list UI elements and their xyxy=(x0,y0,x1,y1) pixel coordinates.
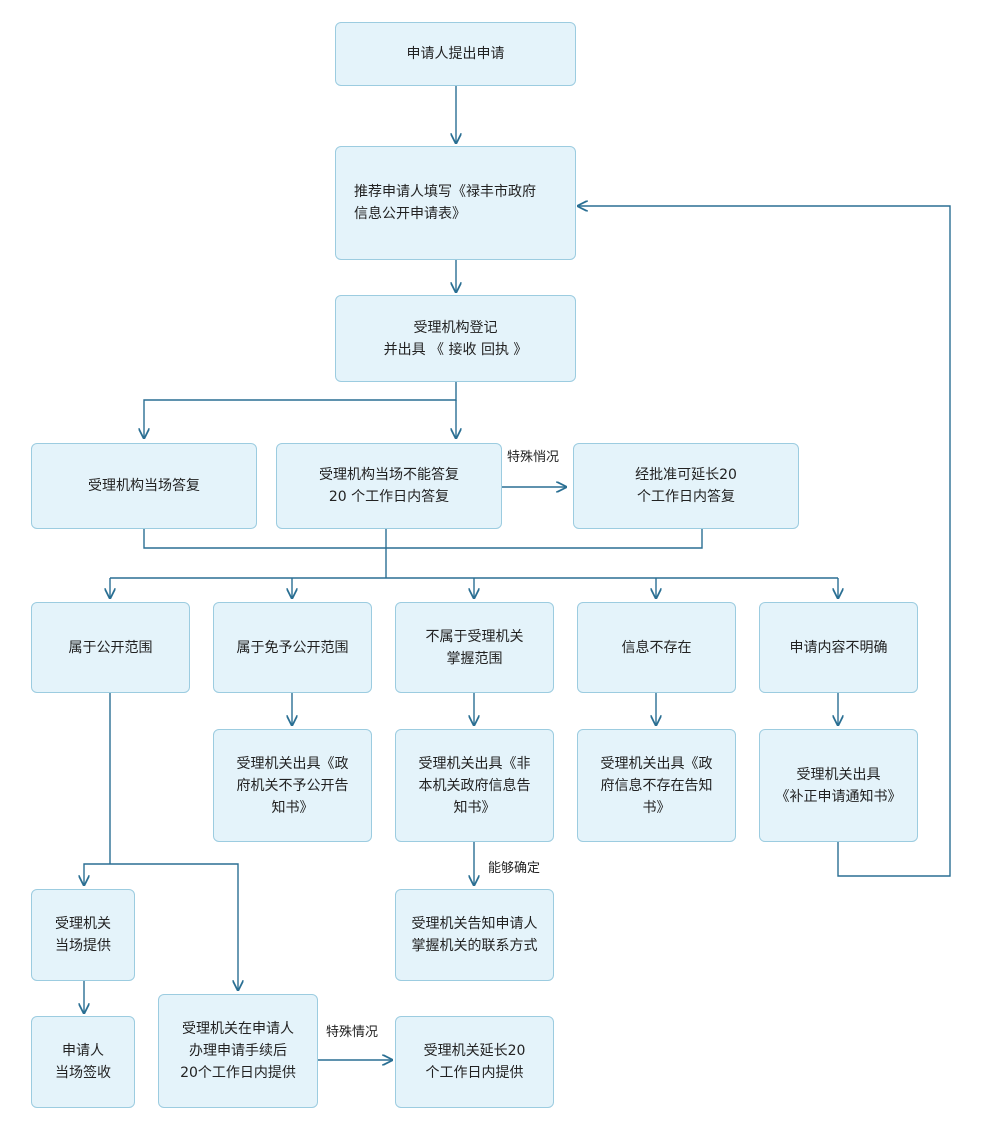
node-inform-contact-text: 受理机关告知申请人 掌握机关的联系方式 xyxy=(411,916,538,954)
node-notice-not-ours: 受理机关出具《非 本机关政府信息告 知书》 xyxy=(395,729,554,842)
label-can-determine: 能够确定 xyxy=(488,861,541,876)
connector-merge xyxy=(143,529,703,549)
node-reply-spot-text: 受理机构当场答复 xyxy=(88,478,200,494)
node-notice-correct-text: 受理机关出具 《补正申请通知书》 xyxy=(775,766,902,805)
node-notice-not-ours-text: 受理机关出具《非 本机关政府信息告 知书》 xyxy=(418,755,531,816)
node-inform-contact: 受理机关告知申请人 掌握机关的联系方式 xyxy=(395,889,554,981)
node-provide-spot-text: 受理机关 当场提供 xyxy=(55,916,111,954)
node-register-text: 受理机构登记 并出具 《 接收 回执 》 xyxy=(383,319,528,358)
label-special-case: 特殊悄况 xyxy=(507,450,560,465)
node-provide-extend: 受理机关延长20 个工作日内提供 xyxy=(395,1016,554,1108)
node-not-exist-text: 信息不存在 xyxy=(621,639,692,656)
node-extend-20: 经批准可延长20 个工作日内答复 xyxy=(573,443,799,529)
node-submit-text: 申请人提出申请 xyxy=(406,46,505,62)
node-provide-20: 受理机关在申请人 办理申请手续后 20个工作日内提供 xyxy=(158,994,318,1108)
node-notice-not-exist: 受理机关出具《政 府信息不存在告知 书》 xyxy=(577,729,736,842)
node-notice-exempt-text: 受理机关出具《政 府机关不予公开告 知书》 xyxy=(236,755,349,816)
node-provide-extend-text: 受理机关延长20 个工作日内提供 xyxy=(423,1043,526,1081)
node-unclear: 申请内容不明确 xyxy=(759,602,918,693)
node-public-text: 属于公开范围 xyxy=(68,639,153,656)
node-public: 属于公开范围 xyxy=(31,602,190,693)
node-unclear-text: 申请内容不明确 xyxy=(789,639,888,656)
connector-loop-back xyxy=(578,206,951,877)
node-submit: 申请人提出申请 xyxy=(335,22,576,86)
node-register: 受理机构登记 并出具 《 接收 回执 》 xyxy=(335,295,576,382)
node-notice-exempt: 受理机关出具《政 府机关不予公开告 知书》 xyxy=(213,729,372,842)
node-reply-20: 受理机构当场不能答复 20 个工作日内答复 xyxy=(276,443,502,529)
node-extend-20-text: 经批准可延长20 个工作日内答复 xyxy=(635,467,737,505)
node-exempt-text: 属于免予公开范围 xyxy=(236,639,349,656)
node-sign-spot-text: 申请人 当场签收 xyxy=(55,1043,111,1081)
arrow-to-provide-20 xyxy=(110,863,238,990)
node-fill-form-text: 推荐申请人填写《禄丰市政府 信息公开申请表》 xyxy=(354,184,536,222)
node-notice-correct: 受理机关出具 《补正申请通知书》 xyxy=(759,729,918,842)
node-provide-spot: 受理机关 当场提供 xyxy=(31,889,135,981)
node-reply-spot: 受理机构当场答复 xyxy=(31,443,257,529)
node-notice-not-exist-text: 受理机关出具《政 府信息不存在告知 书》 xyxy=(600,755,713,816)
node-exempt: 属于免予公开范围 xyxy=(213,602,372,693)
node-not-ours: 不属于受理机关 掌握范围 xyxy=(395,602,554,693)
node-not-ours-text: 不属于受理机关 掌握范围 xyxy=(425,628,524,667)
arrow-to-provide-spot xyxy=(84,863,110,885)
connector-register-split xyxy=(144,382,457,438)
node-provide-20-text: 受理机关在申请人 办理申请手续后 20个工作日内提供 xyxy=(180,1021,296,1081)
node-sign-spot: 申请人 当场签收 xyxy=(31,1016,135,1108)
label-special-case-2: 特殊情况 xyxy=(326,1025,379,1040)
node-not-exist: 信息不存在 xyxy=(577,602,736,693)
node-reply-20-text: 受理机构当场不能答复 20 个工作日内答复 xyxy=(319,467,459,505)
node-fill-form: 推荐申请人填写《禄丰市政府 信息公开申请表》 xyxy=(335,146,576,260)
